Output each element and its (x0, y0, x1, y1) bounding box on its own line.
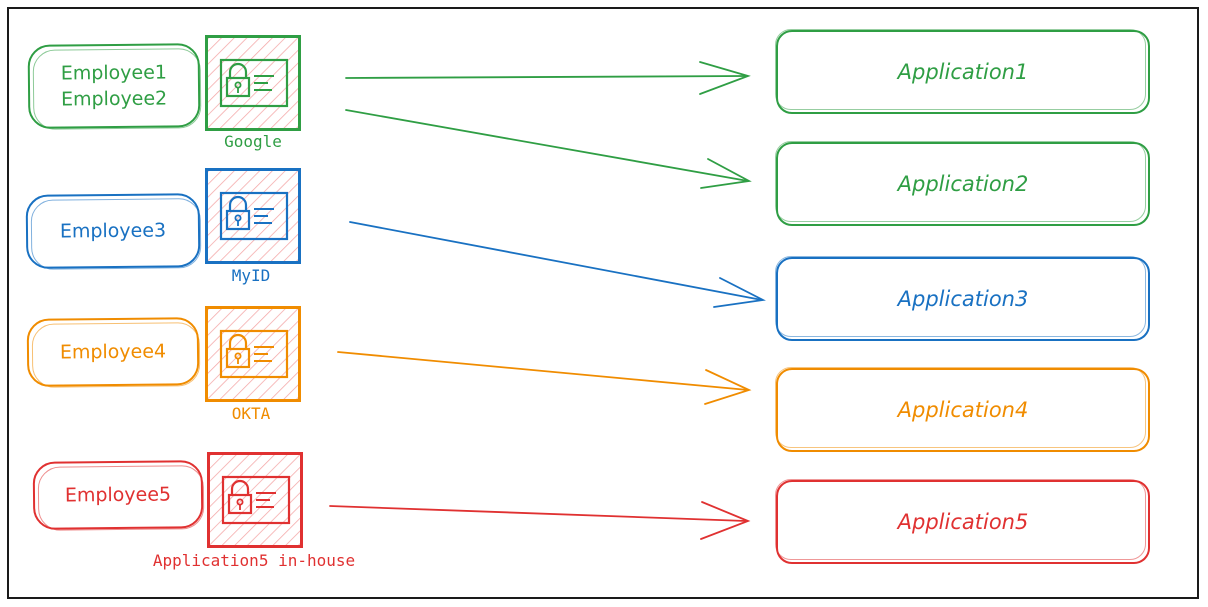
idp-label-okta: OKTA (231, 404, 271, 423)
arrow-okta-to-application4 (337, 351, 752, 405)
arrow-google-to-application1 (345, 61, 751, 95)
application-box-1: Application1 (775, 29, 1150, 114)
idp-google (205, 35, 301, 131)
idp-myid (205, 168, 301, 264)
id-card-lock-icon (208, 171, 298, 261)
arrow-in-house-to-application5 (329, 501, 751, 540)
application-box-4: Application4 (775, 367, 1150, 452)
application-box-5: Application5 (775, 479, 1150, 564)
id-card-lock-icon (208, 309, 298, 399)
id-card-lock-icon (210, 455, 300, 545)
application-box-2: Application2 (775, 141, 1150, 226)
arrow-google-to-application2 (345, 109, 752, 189)
idp-label-in-house: Application5 in-house (152, 551, 356, 570)
idp-label-google: Google (224, 132, 282, 151)
arrow-myid-to-application3 (349, 221, 766, 308)
idp-okta (205, 306, 301, 402)
application-box-3: Application3 (775, 256, 1150, 341)
idp-in-house (207, 452, 303, 548)
idp-label-myid: MyID (231, 266, 271, 285)
id-card-lock-icon (208, 38, 298, 128)
